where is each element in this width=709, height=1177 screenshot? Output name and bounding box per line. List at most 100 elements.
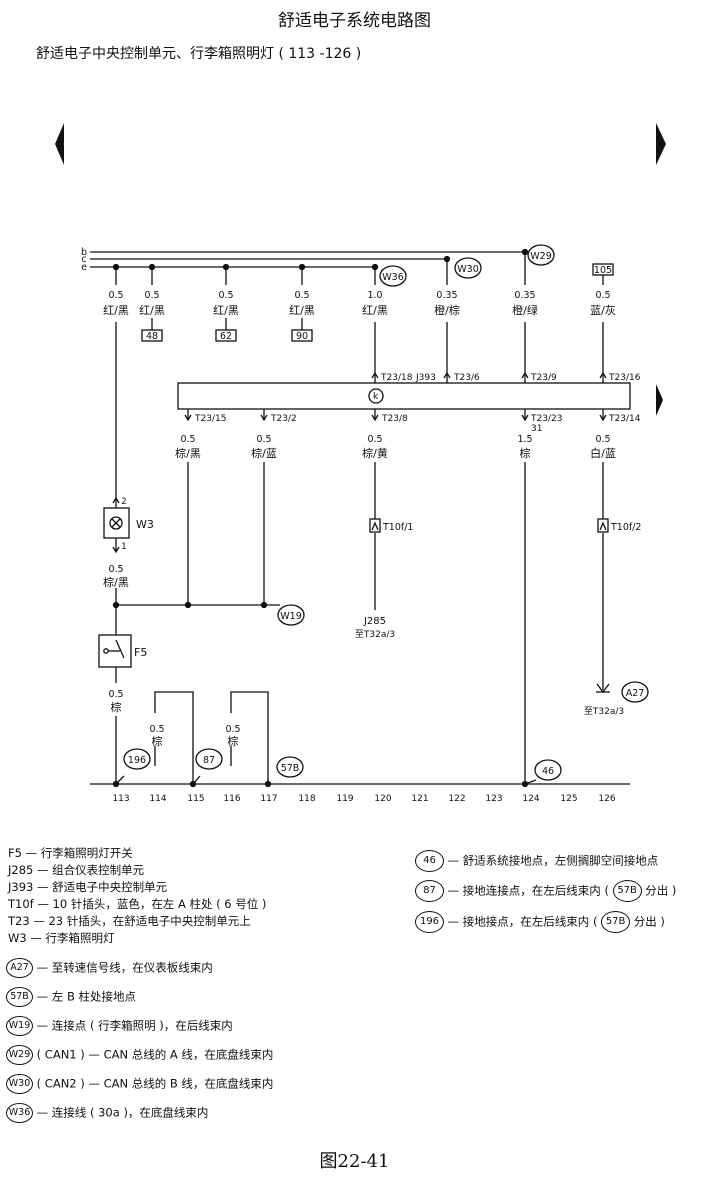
position-number: 114 bbox=[149, 794, 166, 804]
ground-57b bbox=[276, 756, 304, 778]
position-number: 119 bbox=[336, 794, 353, 804]
label-57b: 57B bbox=[281, 763, 300, 774]
legend-text: — 组合仪表控制单元 bbox=[37, 863, 145, 877]
wire-color: 棕 bbox=[152, 734, 163, 748]
bus-label-e: e bbox=[81, 262, 87, 273]
prev-page-arrow[interactable] bbox=[55, 123, 64, 165]
control-unit-j393 bbox=[177, 382, 631, 410]
legend-badge: W30 bbox=[6, 1074, 33, 1094]
page-title: 舒适电子系统电路图 bbox=[278, 11, 431, 31]
unit-label: J393 bbox=[415, 373, 436, 383]
wire-color: 红/黑 bbox=[289, 304, 315, 317]
legend-badge: 196 bbox=[415, 911, 444, 933]
wire-size: 0.5 bbox=[144, 290, 159, 301]
position-number: 124 bbox=[522, 794, 539, 804]
position-number: 120 bbox=[374, 794, 391, 804]
a27-target: 至T32a/3 bbox=[584, 706, 624, 717]
bus-label-c: c bbox=[81, 254, 86, 265]
box-label-105: 105 bbox=[594, 265, 612, 276]
connector-w36 bbox=[379, 265, 407, 287]
wire-color: 红/黑 bbox=[213, 304, 239, 317]
legend-badge: A27 bbox=[6, 958, 33, 978]
legend-text: — 行李箱照明灯 bbox=[30, 931, 115, 945]
legend-text: — 至转速信号线，在仪表板线束内 bbox=[36, 960, 213, 975]
pin-label: T23/15 bbox=[194, 414, 226, 424]
wire-color: 橙/棕 bbox=[434, 303, 460, 317]
pin-label: T23/23 bbox=[530, 414, 562, 424]
label-a27: A27 bbox=[626, 688, 645, 699]
next-page-arrow[interactable] bbox=[656, 123, 666, 165]
box-62 bbox=[215, 329, 237, 342]
legend-badge: 57B bbox=[612, 880, 642, 902]
position-number: 113 bbox=[112, 794, 129, 804]
legend-code: T23 bbox=[8, 914, 30, 928]
t10-2-label: T10f/2 bbox=[610, 522, 641, 533]
wire-color: 棕 bbox=[111, 700, 122, 714]
wire-size: 0.5 bbox=[108, 564, 123, 575]
legend-text: — 连接线 ( 30a )，在底盘线束内 bbox=[36, 1105, 209, 1120]
unit-symbol bbox=[368, 388, 384, 404]
box-label-62: 62 bbox=[220, 331, 232, 342]
pin-label: T23/2 bbox=[270, 414, 297, 424]
wire-size: 1.5 bbox=[517, 434, 532, 445]
legend-badge: W29 bbox=[6, 1045, 33, 1065]
f5-label: F5 bbox=[134, 646, 147, 659]
ground-196 bbox=[123, 748, 151, 770]
pin-label: T23/14 bbox=[608, 414, 641, 424]
legend-code: J285 bbox=[8, 863, 34, 877]
legend-badge: 57B bbox=[601, 911, 631, 933]
legend-text: — 接地接点，在左后线束内 ( bbox=[447, 914, 598, 929]
legend-code: F5 bbox=[8, 846, 22, 860]
position-number: 118 bbox=[298, 794, 315, 804]
wire-color: 棕 bbox=[520, 446, 531, 460]
legend-text: — 23 针插头，在舒适电子中央控制单元上 bbox=[33, 914, 251, 928]
wire-size: 0.5 bbox=[108, 290, 123, 301]
j285-target: 至T32a/3 bbox=[355, 629, 395, 640]
box-label-90: 90 bbox=[296, 331, 308, 342]
wire-size: 0.5 bbox=[367, 434, 382, 445]
box-90 bbox=[291, 329, 313, 342]
wire-size: 0.5 bbox=[180, 434, 195, 445]
wire-size: 0.5 bbox=[149, 724, 164, 735]
legend-badge: 46 bbox=[415, 850, 444, 872]
next-page-arrow-small[interactable] bbox=[656, 384, 663, 416]
label-46: 46 bbox=[542, 766, 554, 777]
pin-label: T23/18 bbox=[380, 373, 413, 383]
legend-text: — 左 B 柱处接地点 bbox=[36, 989, 137, 1004]
wire-color: 白/蓝 bbox=[590, 446, 616, 460]
position-number: 121 bbox=[411, 794, 428, 804]
wire-size: 0.5 bbox=[108, 689, 123, 700]
legend-badge: 87 bbox=[415, 880, 444, 902]
wire-size: 0.5 bbox=[218, 290, 233, 301]
legend-text: — 接地连接点，在左后线束内 ( bbox=[447, 883, 609, 898]
legend-text: 分出 ) bbox=[645, 883, 677, 898]
pin-label: T23/6 bbox=[453, 373, 480, 383]
wire-color: 棕/黄 bbox=[362, 446, 388, 460]
wire-color: 橙/绿 bbox=[512, 303, 538, 317]
box-label-48: 48 bbox=[146, 331, 158, 342]
position-number: 125 bbox=[560, 794, 577, 804]
wire-size: 0.5 bbox=[256, 434, 271, 445]
t10-1-label: T10f/1 bbox=[382, 522, 413, 533]
position-number: 117 bbox=[260, 794, 277, 804]
wire-size: 1.0 bbox=[367, 290, 382, 301]
connector-w29 bbox=[527, 244, 555, 266]
figure-caption: 图22-41 bbox=[319, 1151, 390, 1172]
label-196: 196 bbox=[128, 755, 146, 766]
w3-label: W3 bbox=[136, 518, 154, 531]
pin-label: T23/9 bbox=[530, 373, 557, 383]
legend-badge: W36 bbox=[6, 1103, 33, 1123]
pin-label: T23/8 bbox=[381, 414, 408, 424]
connector-w30 bbox=[454, 257, 482, 279]
w3-pin-1: 1 bbox=[121, 542, 126, 552]
legend-text: — 连接点 ( 行李箱照明 )，在后线束内 bbox=[36, 1018, 233, 1033]
circuit-diagram: b c e W36 W30 W29 W19 A27 57B 196 87 46 … bbox=[55, 123, 666, 804]
legend-text: 分出 ) bbox=[633, 914, 665, 929]
connector-w19 bbox=[277, 604, 305, 626]
bus-label-b: b bbox=[81, 247, 87, 258]
legend-badge: W19 bbox=[6, 1016, 33, 1036]
wire-color: 棕/蓝 bbox=[251, 446, 277, 460]
wire-size: 0.5 bbox=[294, 290, 309, 301]
ground-46 bbox=[534, 759, 562, 781]
pin-label: T23/16 bbox=[608, 373, 641, 383]
